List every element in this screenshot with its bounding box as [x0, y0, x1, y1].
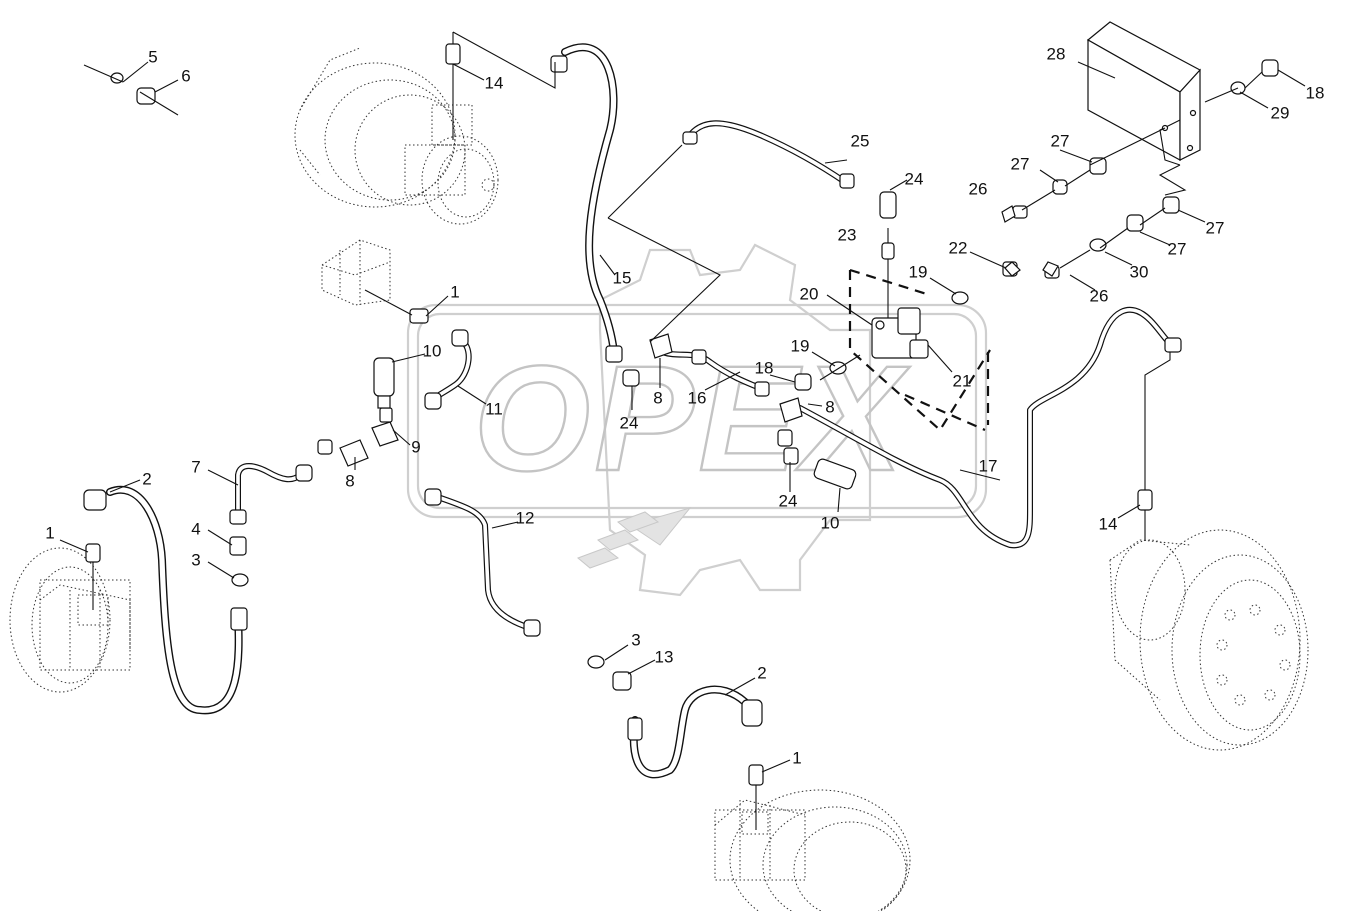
callout-c2b: 2 — [757, 663, 766, 682]
callout-c14b: 14 — [1099, 514, 1118, 533]
pressure-sensor-right — [813, 458, 857, 490]
callout-c3b: 3 — [631, 630, 640, 649]
callout-c24a: 24 — [905, 169, 924, 188]
callout-c8c: 8 — [825, 397, 834, 416]
hose-15 — [561, 43, 618, 356]
pipe-12 — [429, 492, 533, 631]
callout-c22: 22 — [949, 238, 968, 257]
callout-c27a: 27 — [1051, 131, 1070, 150]
callout-c2a: 2 — [142, 469, 151, 488]
callout-c27d: 27 — [1168, 239, 1187, 258]
pipe-7 — [235, 463, 303, 515]
watermark-gear — [598, 243, 872, 597]
bracket-left — [321, 239, 391, 306]
wheel-motor-bottom-left — [9, 547, 131, 693]
callout-c30: 30 — [1130, 262, 1149, 281]
pipe-16 — [659, 349, 763, 391]
watermark-stripe-2 — [597, 529, 640, 551]
callout-c15: 15 — [613, 268, 632, 287]
callout-c8a: 8 — [345, 471, 354, 490]
callout-c27c: 27 — [1206, 218, 1225, 237]
callout-c19a: 19 — [909, 262, 928, 281]
watermark-stripe-3 — [617, 511, 660, 533]
callout-c8b: 8 — [653, 388, 662, 407]
callout-c16: 16 — [688, 388, 707, 407]
callout-c26b: 26 — [1090, 286, 1109, 305]
callout-c17: 17 — [979, 456, 998, 475]
callout-c9: 9 — [411, 437, 420, 456]
callout-c18a: 18 — [1306, 83, 1325, 102]
callout-c6: 6 — [181, 66, 190, 85]
callout-c11: 11 — [485, 399, 503, 418]
callout-c28: 28 — [1047, 44, 1066, 63]
callout-c4: 4 — [191, 519, 200, 538]
callout-c1b: 1 — [45, 523, 54, 542]
callout-c23: 23 — [838, 225, 857, 244]
pipe-25 — [685, 120, 848, 185]
watermark-frame-outer — [406, 303, 988, 519]
watermark-frame-inner — [416, 312, 978, 510]
wheel-motor-bottom-center — [714, 789, 911, 916]
callout-c10a: 10 — [423, 341, 442, 360]
callout-c5: 5 — [148, 47, 157, 66]
hose-2-left — [106, 485, 243, 715]
hose-2-bottom — [629, 685, 749, 779]
callout-c24b: 24 — [620, 413, 639, 432]
callout-c14a: 14 — [485, 73, 504, 92]
callout-c19b: 19 — [791, 336, 810, 355]
watermark-arrow — [628, 507, 692, 546]
callout-c29: 29 — [1271, 103, 1290, 122]
wheel-motor-right — [1109, 529, 1309, 751]
callout-c26a: 26 — [969, 179, 988, 198]
callout-c1c: 1 — [792, 748, 801, 767]
pressure-sensor-left — [373, 357, 395, 397]
callout-c10b: 10 — [821, 513, 840, 532]
pipe-17 — [797, 306, 1175, 549]
callout-c12: 12 — [516, 508, 535, 527]
callout-c3a: 3 — [191, 550, 200, 569]
fittings — [83, 43, 1279, 786]
housing-box — [1086, 21, 1201, 166]
callout-c27b: 27 — [1011, 154, 1030, 173]
callout-c24c: 24 — [779, 491, 798, 510]
callout-c13: 13 — [655, 647, 674, 666]
wheel-motor-top-left — [294, 47, 499, 225]
watermark-stripe-1 — [577, 547, 620, 569]
callout-c1a: 1 — [450, 282, 459, 301]
callout-c18b: 18 — [755, 358, 774, 377]
callout-c20: 20 — [800, 284, 819, 303]
callout-c25: 25 — [851, 131, 870, 150]
leader-lines — [59, 31, 1306, 830]
callout-c21: 21 — [953, 371, 972, 390]
callout-c7: 7 — [191, 457, 200, 476]
